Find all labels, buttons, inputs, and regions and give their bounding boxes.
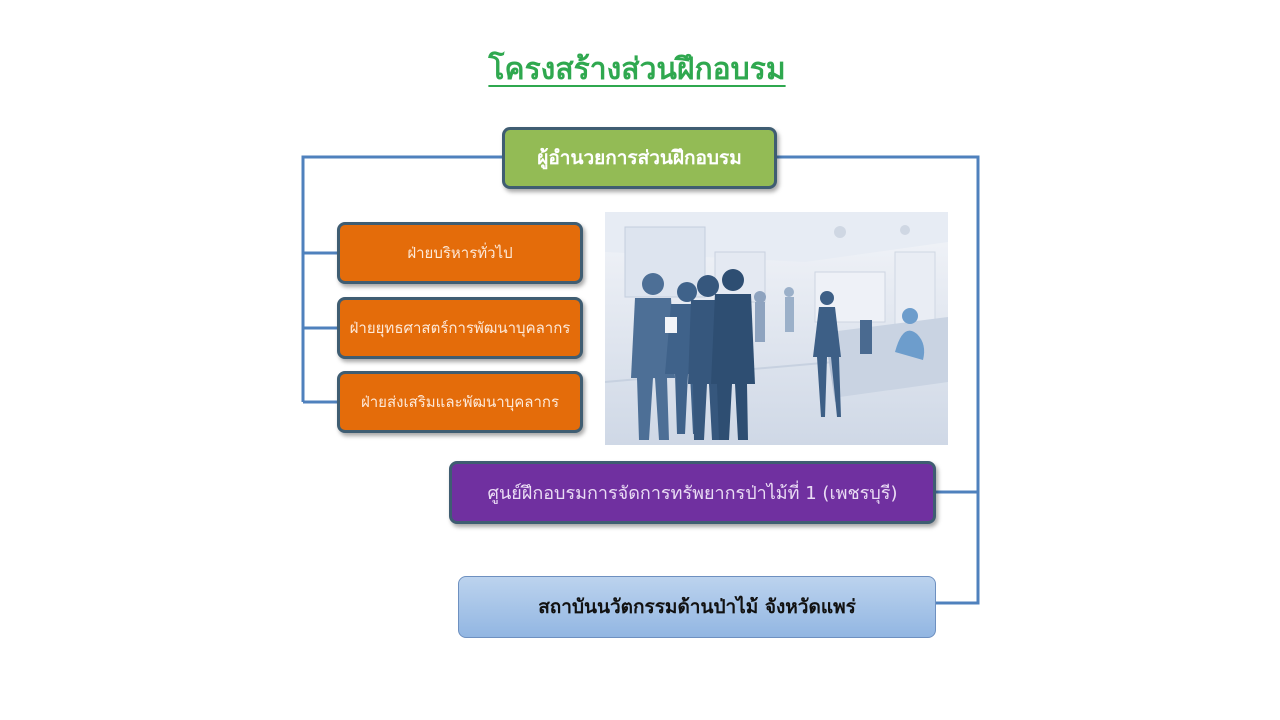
division-label: ฝ่ายบริหารทั่วไป [407, 244, 513, 262]
page-title: โครงสร้างส่วนฝึกอบรม [488, 52, 786, 87]
left-connector [301, 155, 502, 402]
division-promotion-box: ฝ่ายส่งเสริมและพัฒนาบุคลากร [337, 371, 583, 433]
division-strategy-box: ฝ่ายยุทธศาสตร์การพัฒนาบุคลากร [337, 297, 583, 359]
division-general-admin-box: ฝ่ายบริหารทั่วไป [337, 222, 583, 284]
division-label: ฝ่ายยุทธศาสตร์การพัฒนาบุคลากร [349, 319, 571, 337]
director-label: ผู้อำนวยการส่วนฝึกอบรม [537, 147, 742, 169]
training-center-box: ศูนย์ฝึกอบรมการจัดการทรัพยากรป่าไม้ที่ 1… [449, 461, 936, 524]
institute-label: สถาบันนวัตกรรมด้านป่าไม้ จังหวัดแพร่ [538, 596, 856, 618]
office-people-silhouettes-icon [605, 212, 948, 445]
division-label: ฝ่ายส่งเสริมและพัฒนาบุคลากร [360, 393, 560, 411]
director-box: ผู้อำนวยการส่วนฝึกอบรม [502, 127, 777, 189]
right-connector [777, 155, 980, 605]
forest-innovation-institute-box: สถาบันนวัตกรรมด้านป่าไม้ จังหวัดแพร่ [458, 576, 936, 638]
training-center-label: ศูนย์ฝึกอบรมการจัดการทรัพยากรป่าไม้ที่ 1… [487, 483, 898, 504]
